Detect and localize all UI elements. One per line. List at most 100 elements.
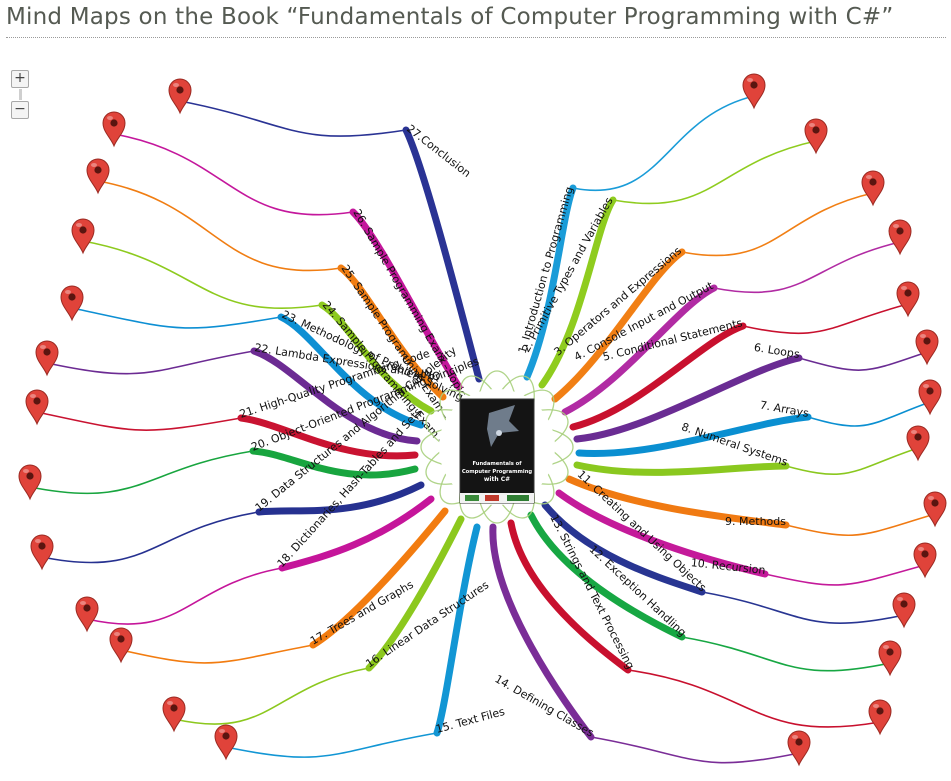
branch-7 bbox=[575, 413, 812, 458]
branch-22 bbox=[250, 347, 421, 445]
branch-label-9[interactable]: 9. Methods bbox=[725, 515, 786, 528]
map-pin-icon[interactable] bbox=[888, 219, 912, 256]
branch-20 bbox=[249, 447, 419, 479]
branch-tail-9 bbox=[785, 513, 936, 537]
branch-label-7[interactable]: 7. Arrays bbox=[759, 399, 810, 420]
branch-tail-20 bbox=[29, 450, 254, 495]
branch-tail-21 bbox=[36, 411, 242, 431]
branch-4 bbox=[561, 284, 718, 416]
map-pin-icon[interactable] bbox=[896, 281, 920, 318]
map-pin-icon[interactable] bbox=[35, 340, 59, 377]
branch-16 bbox=[365, 515, 465, 672]
branch-23 bbox=[277, 313, 425, 429]
branch-12 bbox=[527, 511, 686, 641]
map-pin-icon[interactable] bbox=[168, 78, 192, 115]
branch-tail-27 bbox=[179, 100, 407, 137]
branch-tail-2 bbox=[612, 140, 817, 205]
branch-11 bbox=[541, 501, 706, 596]
branch-label-6[interactable]: 6. Loops bbox=[753, 341, 801, 361]
zoom-in-button[interactable]: + bbox=[11, 70, 29, 88]
center-node[interactable]: Fundamentals of Computer Programmingwith … bbox=[419, 369, 575, 525]
branch-10 bbox=[555, 489, 769, 578]
map-pin-icon[interactable] bbox=[86, 158, 110, 195]
branch-tail-25 bbox=[97, 180, 342, 272]
branch-5 bbox=[569, 322, 747, 431]
branch-tail-7 bbox=[807, 401, 931, 427]
branch-tail-18 bbox=[86, 567, 283, 625]
branch-8 bbox=[573, 461, 790, 476]
branch-tail-12 bbox=[681, 636, 891, 672]
map-pin-icon[interactable] bbox=[25, 389, 49, 426]
branch-tail-14 bbox=[590, 736, 800, 764]
branch-18 bbox=[278, 495, 435, 572]
branch-tail-19 bbox=[41, 511, 260, 564]
map-pin-icon[interactable] bbox=[109, 627, 133, 664]
map-pin-icon[interactable] bbox=[906, 425, 930, 462]
zoom-out-button[interactable]: − bbox=[11, 101, 29, 119]
branch-6 bbox=[573, 354, 803, 443]
branch-19 bbox=[255, 481, 425, 516]
branch-tail-11 bbox=[701, 591, 905, 625]
branch-label-14[interactable]: 14. Defining Classes bbox=[492, 672, 596, 739]
book-title-line: with C# bbox=[484, 476, 510, 483]
branch-tail-1 bbox=[572, 95, 755, 192]
branch-tail-15 bbox=[225, 732, 438, 758]
map-pin-icon[interactable] bbox=[30, 534, 54, 571]
map-pin-icon[interactable] bbox=[913, 542, 937, 579]
branch-label-11[interactable]: 11. Creating and Using Objects bbox=[575, 468, 709, 595]
branch-14 bbox=[489, 523, 595, 741]
book-title-line: Fundamentals of bbox=[473, 461, 523, 467]
map-pin-icon[interactable] bbox=[892, 592, 916, 629]
branch-24 bbox=[318, 301, 435, 415]
page-title: Mind Maps on the Book “Fundamentals of C… bbox=[6, 4, 894, 30]
map-pin-icon[interactable] bbox=[787, 730, 811, 767]
branch-3 bbox=[551, 248, 686, 403]
branch-tail-26 bbox=[113, 133, 354, 216]
map-pin-icon[interactable] bbox=[804, 118, 828, 155]
map-pin-icon[interactable] bbox=[102, 111, 126, 148]
zoom-control: + − bbox=[11, 70, 29, 119]
map-pin-icon[interactable] bbox=[162, 696, 186, 733]
book-title-line: Computer Programming bbox=[462, 469, 533, 475]
map-pin-icon[interactable] bbox=[60, 285, 84, 322]
branches bbox=[29, 95, 936, 764]
branch-15 bbox=[433, 523, 481, 737]
map-pin-icon[interactable] bbox=[915, 329, 939, 366]
branch-label-16[interactable]: 16. Linear Data Structures bbox=[363, 578, 491, 670]
branch-2 bbox=[538, 196, 617, 389]
branch-21 bbox=[237, 414, 419, 460]
pins bbox=[18, 73, 947, 767]
branch-tail-8 bbox=[785, 447, 919, 476]
branch-tail-22 bbox=[46, 350, 255, 375]
map-pin-icon[interactable] bbox=[878, 640, 902, 677]
branch-9 bbox=[565, 475, 790, 529]
branch-tail-16 bbox=[173, 667, 370, 725]
branch-17 bbox=[309, 507, 449, 649]
map-pin-icon[interactable] bbox=[923, 491, 947, 528]
branch-tail-23 bbox=[71, 307, 282, 329]
branch-label-10[interactable]: 10. Recursion bbox=[690, 556, 766, 577]
branch-tail-17 bbox=[120, 644, 314, 664]
map-pin-icon[interactable] bbox=[71, 218, 95, 255]
branch-26 bbox=[349, 208, 463, 391]
branch-27 bbox=[402, 126, 483, 383]
branch-tail-24 bbox=[82, 240, 323, 310]
book-cover[interactable]: Fundamentals of Computer Programmingwith … bbox=[459, 398, 535, 504]
title-divider bbox=[6, 37, 946, 38]
branch-tail-5 bbox=[742, 303, 909, 335]
branch-tail-3 bbox=[681, 192, 874, 257]
branch-label-13[interactable]: 13. Strings and Text Processing bbox=[547, 512, 637, 671]
map-pin-icon[interactable] bbox=[861, 170, 885, 207]
map-pin-icon[interactable] bbox=[75, 596, 99, 633]
book-art-icon bbox=[487, 405, 519, 447]
map-pin-icon[interactable] bbox=[868, 699, 892, 736]
branch-25 bbox=[337, 264, 447, 401]
map-pin-icon[interactable] bbox=[742, 73, 766, 110]
branch-1 bbox=[523, 184, 577, 381]
zoom-slider[interactable] bbox=[18, 89, 22, 100]
map-pin-icon[interactable] bbox=[214, 724, 238, 761]
map-pin-icon[interactable] bbox=[18, 464, 42, 501]
branch-tail-4 bbox=[713, 241, 901, 294]
map-pin-icon[interactable] bbox=[918, 379, 942, 416]
